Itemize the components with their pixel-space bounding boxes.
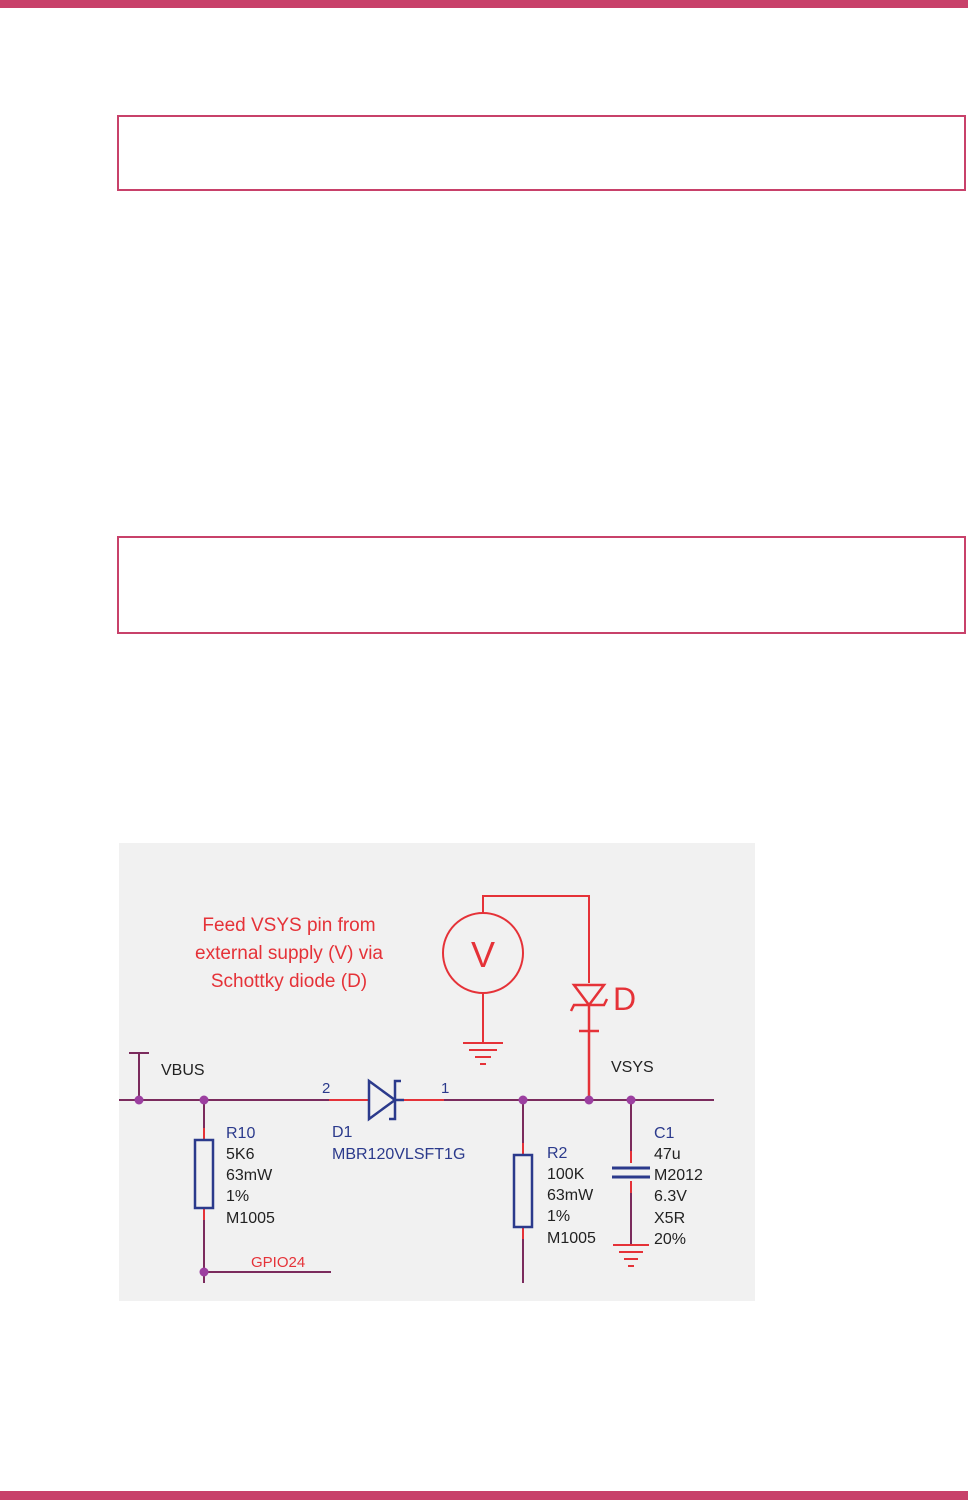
d1-pin-1: 1 — [441, 1080, 449, 1097]
d1-ref: D1 — [332, 1124, 353, 1141]
voltage-source-label: V — [471, 934, 495, 975]
d1-pin-stubs — [203, 1099, 632, 1239]
r2-power: 63mW — [547, 1187, 594, 1204]
diode-d-label: D — [613, 981, 636, 1017]
d1-part: MBR120VLSFT1G — [332, 1146, 465, 1163]
d1-pin-numbers: 2 1 — [322, 1080, 449, 1097]
annotation-line-2: external supply (V) via — [195, 943, 383, 964]
note-box-middle — [117, 536, 966, 634]
r2-value: 100K — [547, 1166, 585, 1183]
junction-gpio24 — [199, 1267, 209, 1277]
r10-power: 63mW — [226, 1167, 273, 1184]
schematic-figure: Feed VSYS pin from external supply (V) v… — [119, 843, 755, 1301]
c1-ref: C1 — [654, 1125, 675, 1142]
r10-tolerance: 1% — [226, 1188, 249, 1205]
c1-tolerance: 20% — [654, 1231, 686, 1248]
component-refs: R10 D1 MBR120VLSFT1G R2 C1 — [226, 1124, 675, 1163]
header-accent-bar — [0, 0, 968, 8]
r2-ref: R2 — [547, 1145, 568, 1162]
c1-package: M2012 — [654, 1167, 703, 1184]
supply-wire-to-diode — [482, 895, 590, 983]
c1-value: 47u — [654, 1146, 681, 1163]
junction-vbus-port — [134, 1095, 144, 1105]
junction-vsys-feed — [584, 1095, 594, 1105]
footer-accent-bar — [0, 1491, 968, 1500]
net-label-vbus: VBUS — [161, 1062, 205, 1079]
schematic-svg: Feed VSYS pin from external supply (V) v… — [119, 895, 714, 1283]
net-label-vsys: VSYS — [611, 1059, 654, 1076]
r10-ref: R10 — [226, 1125, 255, 1142]
d1-triangle — [367, 1078, 398, 1122]
r10-value: 5K6 — [226, 1146, 255, 1163]
r2-package: M1005 — [547, 1230, 596, 1247]
c1-dielectric: X5R — [654, 1210, 685, 1227]
c1-ground — [613, 1244, 649, 1267]
c1-voltage: 6.3V — [654, 1188, 687, 1205]
annotation-line-1: Feed VSYS pin from — [202, 915, 375, 936]
junctions — [134, 1095, 636, 1277]
annotation-line-3: Schottky diode (D) — [211, 971, 367, 992]
component-attributes: 5K6 63mW 1% M1005 100K 63mW 1% M1005 47u… — [226, 1146, 703, 1248]
note-box-top — [117, 115, 966, 191]
components — [193, 1078, 650, 1229]
net-labels: VBUS VSYS — [161, 1059, 654, 1079]
junction-r10-top — [199, 1095, 209, 1105]
net-label-gpio24: GPIO24 — [251, 1254, 305, 1271]
diode-d-triangle — [571, 983, 607, 1008]
external-supply — [442, 895, 590, 1065]
r10-package: M1005 — [226, 1210, 275, 1227]
d1-pin-2: 2 — [322, 1080, 330, 1097]
r10-body — [193, 1138, 215, 1210]
annotation-text: Feed VSYS pin from external supply (V) v… — [195, 915, 383, 992]
r2-tolerance: 1% — [547, 1208, 570, 1225]
schottky-diode-d — [569, 983, 609, 1100]
junction-r2-top — [518, 1095, 528, 1105]
junction-c1-top — [626, 1095, 636, 1105]
r2-body — [512, 1153, 534, 1229]
